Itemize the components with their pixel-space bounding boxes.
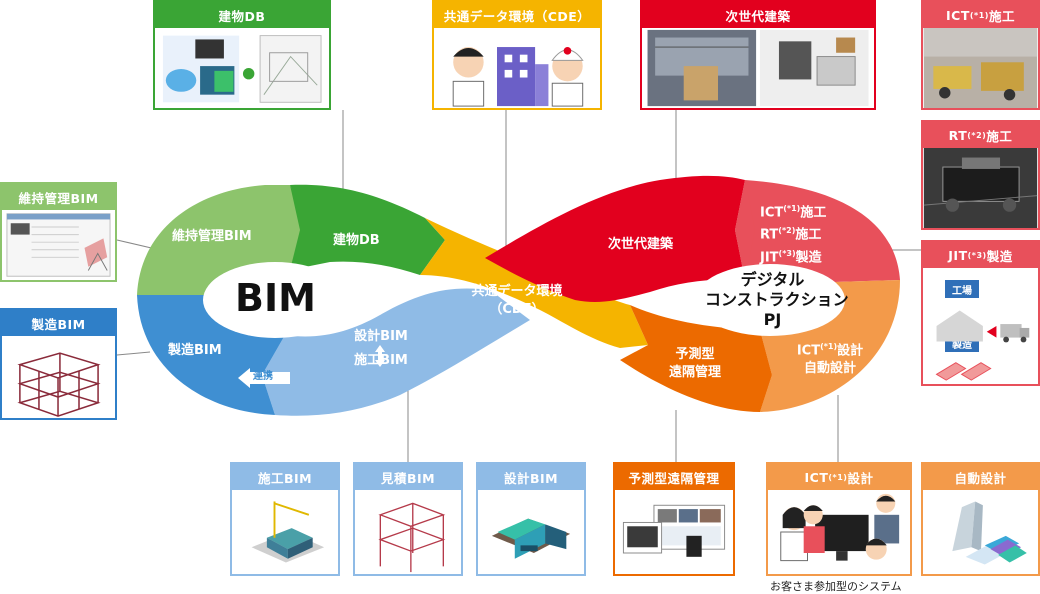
segment-yosoku [620,305,772,412]
segment-sekkei-sekou [262,288,530,416]
label-sekou: 施工BIM [354,353,408,368]
label-iji: 維持管理BIM [172,229,252,244]
label-yosoku-2: 遠隔管理 [668,365,721,380]
card-kenbutsu: 建物DB [153,0,331,110]
card-sekkei-title: 設計BIM [478,464,584,490]
connector-lines [116,110,921,462]
card-rt-sekou-title: RT(*2)施工 [923,122,1038,148]
card-iji-image [2,210,115,280]
card-cde: 共通データ環境（CDE） [432,0,602,110]
card-kenbutsu-image [155,28,329,108]
arrow-yosoku-to-ictsekkei [760,330,782,412]
card-sekkei: 設計BIM [476,462,586,576]
card-sekkei-image [478,490,584,574]
card-yosoku-title: 予測型遠隔管理 [615,464,733,490]
card-jisedai-image [642,28,874,108]
card-jisedai: 次世代建築 [640,0,876,110]
card-iji-title: 維持管理BIM [2,184,115,210]
card-ict-sekkei: ICT(*1)設計 [766,462,912,576]
segment-ict-rt-jit [735,180,900,282]
label-kenbutsu: 建物DB [333,233,380,248]
digital-line-2: コンストラクション [705,290,849,309]
label-yosoku-1: 予測型 [675,347,715,362]
segment-ict-sekkei [760,280,900,412]
card-mitsumori-title: 見積BIM [355,464,461,490]
card-jit-seizo-title: JIT(*3)製造 [923,242,1038,268]
label-cde-2: （CDE） [489,302,545,317]
jit-kojo-box: 工場 [945,280,979,298]
card-rt-sekou-image [923,148,1038,228]
card-sekou-title: 施工BIM [232,464,338,490]
arrow-iji-to-kenbutsu [290,185,312,270]
link-arrow [238,368,290,388]
card-ict-sekou: ICT(*1)施工 [921,0,1040,110]
label-sekkei: 設計BIM [354,329,408,344]
digital-construction-title: デジタル コンストラクション PJ [705,270,849,330]
label-ictd-line: ICT(*1)設計 [796,342,864,359]
label-ict-line: ICT(*1)施工 [760,204,827,221]
label-sekkei-sekou: 設計BIM 施工BIM [346,326,416,372]
card-ict-sekou-image [923,28,1038,108]
updown-arrow-icon [375,345,385,367]
card-jisedai-title: 次世代建築 [642,2,874,28]
label-jisedai: 次世代建築 [608,237,674,252]
card-iji: 維持管理BIM [0,182,117,282]
card-mitsumori-image [355,490,461,574]
card-ict-sekkei-image [768,490,910,574]
label-jit-line: JIT(*3)製造 [760,248,822,265]
caption-customer-system: お客さま参加型のシステム [770,580,902,593]
segment-kenbutsu [290,184,445,275]
label-ict-sekkei: ICT(*1)設計 自動設計 [785,338,875,378]
card-sekou-image [232,490,338,574]
card-jidou: 自動設計 [921,462,1040,576]
card-sekou: 施工BIM [230,462,340,576]
arrow-jisedai-to-ict [735,180,755,280]
bim-title: BIM [235,276,316,320]
card-jit-seizo-image: 工場 製造 [923,268,1038,384]
label-rt-line: RT(*2)施工 [760,226,822,243]
label-seizo: 製造BIM [168,343,222,358]
label-cde: 共通データ環境 （CDE） [462,283,572,319]
inner-right [695,264,845,336]
label-renkei: 連携 [253,371,273,382]
digital-line-1: デジタル [740,270,805,289]
card-seizo-title: 製造BIM [2,310,115,336]
card-ict-sekkei-title: ICT(*1)設計 [768,464,910,490]
card-seizo-image [2,336,115,418]
label-auto: 自動設計 [803,361,856,377]
card-ict-sekou-title: ICT(*1)施工 [923,2,1038,28]
label-yosoku: 予測型 遠隔管理 [660,346,730,382]
label-cde-1: 共通データ環境 [471,284,563,299]
inner-left [203,262,347,338]
label-ict-rt-jit: ICT(*1)施工 RT(*2)施工 JIT(*3)製造 [760,200,850,267]
card-seizo: 製造BIM [0,308,117,420]
card-cde-title: 共通データ環境（CDE） [434,2,600,28]
card-rt-sekou: RT(*2)施工 [921,120,1040,230]
card-jidou-title: 自動設計 [923,464,1038,490]
card-yosoku: 予測型遠隔管理 [613,462,735,576]
card-mitsumori: 見積BIM [353,462,463,576]
card-cde-image [434,28,600,108]
card-jit-seizo: JIT(*3)製造 工場 製造 [921,240,1040,386]
card-yosoku-image [615,490,733,574]
card-jidou-image [923,490,1038,574]
digital-line-3: PJ [763,310,782,329]
card-kenbutsu-title: 建物DB [155,2,329,28]
segment-jisedai [485,175,745,303]
